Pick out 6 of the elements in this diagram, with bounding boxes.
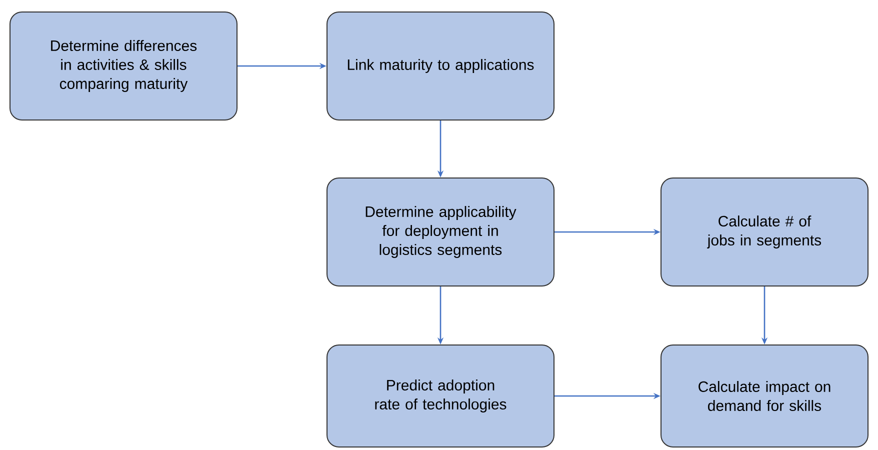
process-box: Calculate impact on demand for skills [660, 344, 868, 448]
process-box: Determine differences in activities & skills comparing maturity [10, 12, 238, 120]
process-box: Predict adoption rate of technologies [326, 344, 554, 448]
process-box: Calculate # of jobs in segments [660, 178, 868, 286]
process-box: Link maturity to applications [326, 12, 554, 120]
process-box: Determine applicability for deployment in logistics segments [326, 178, 554, 286]
